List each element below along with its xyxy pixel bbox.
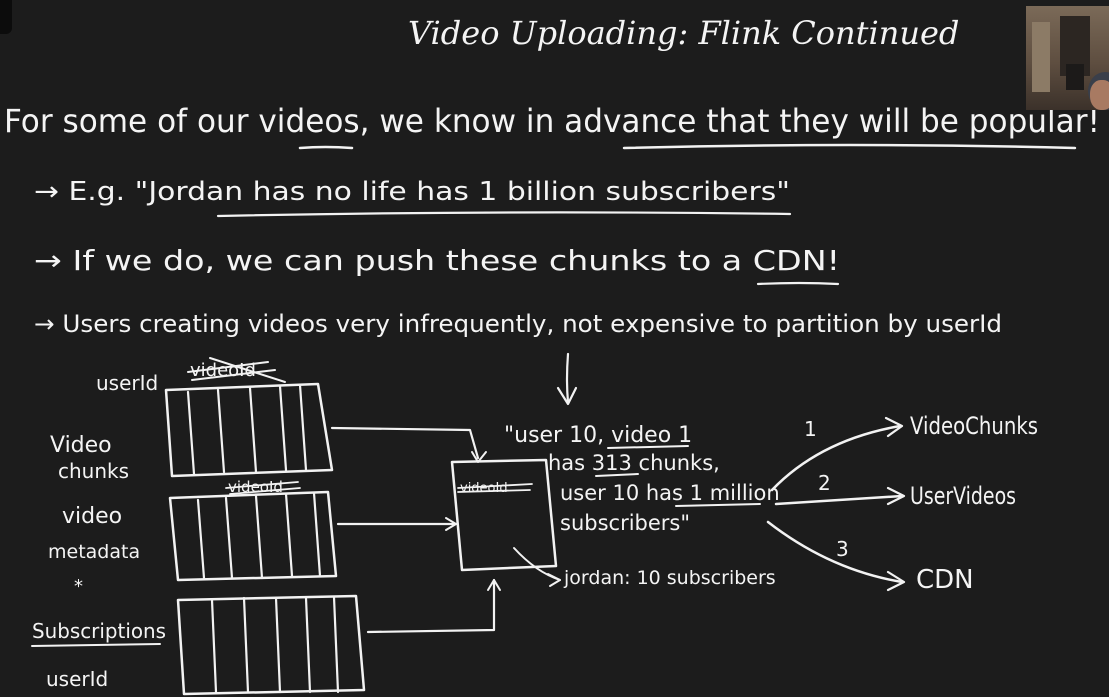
underline-video1 [607, 445, 689, 449]
output-arrowhead-1 [884, 416, 904, 438]
quote-line-2: has 313 chunks, [548, 451, 720, 475]
output-label-user-videos: UserVideos [910, 482, 1016, 510]
source-label-subscriptions-2: userId [46, 667, 108, 691]
output-arrow-3 [766, 520, 904, 584]
quote-line-4: subscribers" [560, 511, 690, 535]
webcam-shelf-lower [1066, 64, 1084, 90]
state-note-arrowhead [547, 573, 561, 587]
source-label-video-chunks-2: chunks [58, 459, 129, 483]
source-label-video-chunks-1: Video [50, 433, 112, 458]
slide-title: Video Uploading: Flink Continued [408, 14, 959, 52]
underline-videos [298, 145, 354, 150]
table-video-metadata [168, 490, 338, 582]
output-label-video-chunks: VideoChunks [910, 412, 1038, 440]
flink-key-strikeout [457, 483, 533, 493]
table-subscriptions [176, 594, 366, 696]
bullet-partition: → Users creating videos very infrequentl… [34, 310, 1002, 338]
output-arrowhead-2 [886, 486, 906, 506]
top-key-strikeout [187, 357, 286, 383]
down-arrow-shaft [565, 352, 570, 404]
intro-text: For some of our videos, we know in advan… [4, 102, 1100, 140]
underline-advance-popular [622, 143, 1077, 150]
underline-313 [595, 473, 639, 477]
bullet-example: → E.g. "Jordan has no life has 1 billion… [34, 177, 790, 207]
flink-consumer-box [450, 458, 558, 572]
mid-key-strikeout [225, 481, 301, 495]
state-note-arrow [513, 547, 561, 581]
output-arrow-2 [774, 494, 904, 506]
output-number-2: 2 [818, 471, 831, 495]
source-label-video-metadata-1: video [62, 504, 122, 529]
state-note: jordan: 10 subscribers [563, 567, 776, 589]
window-corner-marker [0, 0, 12, 34]
bullet-push-cdn: → If we do, we can push these chunks to … [34, 244, 840, 277]
quote-line-1: "user 10, video 1 [504, 423, 692, 448]
output-label-cdn: CDN [916, 565, 974, 595]
source-label-subscriptions-1: Subscriptions [32, 619, 166, 643]
asterisk-mark: * [74, 576, 83, 597]
top-key-label: userId [96, 371, 158, 395]
arrowhead-metadata [445, 517, 457, 531]
arrow-chunks-to-flink [330, 426, 480, 460]
output-arrowhead-3 [886, 570, 906, 592]
quote-line-3: user 10 has 1 million [560, 481, 780, 505]
underline-subscriptions [31, 643, 161, 647]
underline-example-quote [216, 211, 792, 218]
source-label-video-metadata-2: metadata [48, 541, 140, 563]
table-video-chunks [164, 382, 334, 478]
output-arrow-1 [770, 424, 902, 492]
underline-cdn [756, 281, 840, 286]
underline-1-million [675, 503, 761, 507]
flink-key-struck: videoId [460, 481, 508, 496]
arrowhead-subscriptions [487, 579, 501, 591]
arrow-subscriptions-to-flink [366, 578, 496, 634]
output-number-1: 1 [804, 417, 817, 441]
output-number-3: 3 [836, 537, 849, 561]
presenter-face [1090, 80, 1109, 110]
down-arrow-head [556, 386, 578, 406]
webcam-door [1032, 22, 1050, 92]
webcam-overlay [1026, 6, 1109, 110]
